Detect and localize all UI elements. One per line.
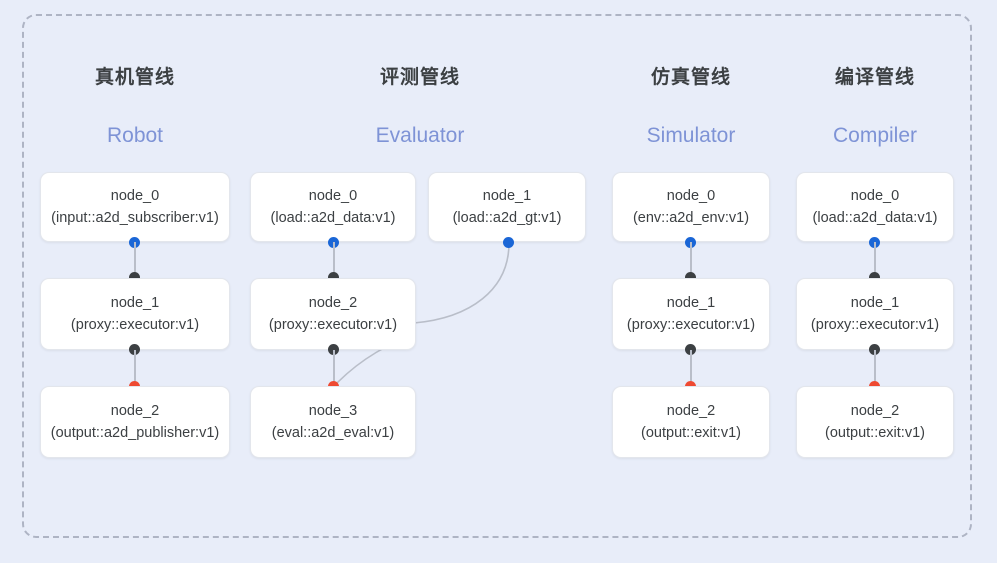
node-card[interactable]: node_3 (eval::a2d_eval:v1) [250,386,416,458]
node-id: node_2 [308,294,358,311]
node-card[interactable]: node_0 (load::a2d_data:v1) [250,172,416,242]
node-card[interactable]: node_1 (load::a2d_gt:v1) [428,172,586,242]
node-id: node_0 [850,187,900,204]
node-spec: (env::a2d_env:v1) [632,210,750,226]
node-id: node_1 [482,187,532,204]
column-title-compiler: 编译管线 [834,67,915,88]
node-spec: (proxy::executor:v1) [70,317,200,333]
node-id: node_3 [308,402,358,419]
edge-gt-to-executor [413,242,510,324]
column-title-evaluator: 评测管线 [379,67,460,88]
node-id: node_0 [308,187,358,204]
node-card[interactable]: node_0 (input::a2d_subscriber:v1) [40,172,230,242]
connector-line [332,350,335,387]
connector-line [332,242,335,278]
node-id: node_1 [850,294,900,311]
node-spec: (load::a2d_data:v1) [270,210,396,226]
node-spec: (output::exit:v1) [641,425,741,441]
column-title-simulator: 仿真管线 [650,67,731,88]
node-id: node_0 [110,187,160,204]
column-subtitle-evaluator: Evaluator [375,124,465,147]
node-spec: (load::a2d_gt:v1) [452,210,562,226]
node-spec: (proxy::executor:v1) [810,317,940,333]
column-subtitle-compiler: Compiler [832,124,918,147]
node-card[interactable]: node_0 (env::a2d_env:v1) [612,172,770,242]
port-dot-output-dark[interactable] [685,344,696,355]
node-card[interactable]: node_1 (proxy::executor:v1) [40,278,230,350]
column-subtitle-robot: Robot [106,124,164,147]
diagram-dashed-frame [22,14,972,538]
node-spec: (input::a2d_subscriber:v1) [51,210,219,226]
node-card[interactable]: node_1 (proxy::executor:v1) [612,278,770,350]
node-spec: (output::exit:v1) [825,425,925,441]
port-dot-output-dark[interactable] [129,344,140,355]
node-id: node_1 [666,294,716,311]
port-dot-input-dark[interactable] [129,272,140,283]
node-id: node_2 [666,402,716,419]
node-card[interactable]: node_2 (output::a2d_publisher:v1) [40,386,230,458]
connector-line [873,242,876,278]
port-dot-output-blue[interactable] [503,237,514,248]
port-dot-input-dark[interactable] [328,272,339,283]
node-spec: (proxy::executor:v1) [626,317,756,333]
port-dot-input-dark[interactable] [685,272,696,283]
node-id: node_2 [850,402,900,419]
connector-line [133,350,136,387]
column-title-robot: 真机管线 [94,67,175,88]
node-card[interactable]: node_2 (output::exit:v1) [796,386,954,458]
connector-line [873,350,876,387]
node-card[interactable]: node_2 (output::exit:v1) [612,386,770,458]
node-spec: (load::a2d_data:v1) [812,210,938,226]
column-subtitle-simulator: Simulator [646,124,736,147]
node-card[interactable]: node_2 (proxy::executor:v1) [250,278,416,350]
port-dot-output-dark[interactable] [328,344,339,355]
node-id: node_2 [110,402,160,419]
connector-line [133,242,136,278]
node-id: node_0 [666,187,716,204]
port-dot-output-dark[interactable] [869,344,880,355]
node-card[interactable]: node_0 (load::a2d_data:v1) [796,172,954,242]
node-spec: (eval::a2d_eval:v1) [271,425,395,441]
node-spec: (proxy::executor:v1) [268,317,398,333]
node-id: node_1 [110,294,160,311]
node-spec: (output::a2d_publisher:v1) [50,425,220,441]
port-dot-input-dark[interactable] [869,272,880,283]
connector-line [689,350,692,387]
node-card[interactable]: node_1 (proxy::executor:v1) [796,278,954,350]
connector-line [689,242,692,278]
